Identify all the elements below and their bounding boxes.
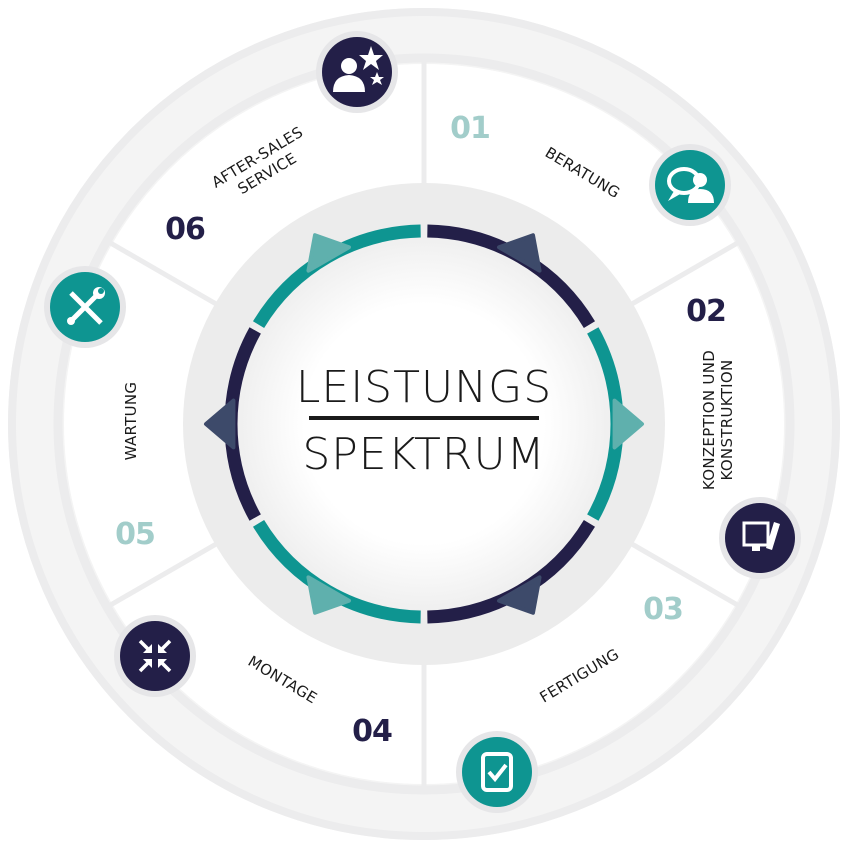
- title-line1: LEISTUNGS: [296, 362, 552, 413]
- user-stars-icon: [316, 31, 398, 113]
- label-line: KONSTRUKTION: [718, 359, 736, 480]
- cycle-ring: [204, 224, 644, 624]
- step-label-fertigung: FERTIGUNG: [537, 645, 623, 706]
- ring-arrowhead: [306, 575, 351, 615]
- center-title: LEISTUNGS SPEKTRUM: [296, 362, 552, 480]
- divider-line: [630, 240, 739, 307]
- step-number-04: 04: [352, 714, 392, 749]
- ring-arrowhead: [612, 398, 644, 450]
- center-disk: [224, 224, 624, 624]
- label-line: KONZEPTION UND: [700, 350, 718, 490]
- divider-line: [109, 541, 218, 608]
- consultation-icon: [649, 144, 731, 226]
- step-number-05: 05: [115, 517, 155, 552]
- step-label-after-sales: AFTER-SALES SERVICE: [208, 123, 306, 198]
- step-label-konzeption: KONZEPTION UND KONSTRUKTION: [700, 350, 736, 490]
- ring-arrowhead: [497, 575, 542, 615]
- ring-arrowhead: [306, 233, 351, 273]
- assembly-arrows-icon: [114, 615, 196, 697]
- step-number-03: 03: [643, 592, 683, 627]
- step-label-beratung: BERATUNG: [542, 143, 623, 202]
- checkbox-icon: [456, 731, 538, 813]
- design-icon: [719, 497, 801, 579]
- title-line2: SPEKTRUM: [302, 429, 545, 480]
- title-divider: [309, 416, 539, 420]
- divider-line: [109, 240, 218, 307]
- step-label-wartung: WARTUNG: [122, 382, 140, 461]
- sector-dividers: [109, 62, 739, 786]
- ring-arrowhead: [497, 233, 542, 273]
- outer-ring: [8, 8, 840, 840]
- step-number-06: 06: [165, 212, 205, 247]
- divider-line: [630, 541, 739, 608]
- step-number-02: 02: [686, 294, 726, 329]
- step-label-montage: MONTAGE: [245, 652, 320, 707]
- step-number-01: 01: [450, 111, 490, 146]
- tools-icon: [44, 266, 126, 348]
- ring-arrowhead: [204, 398, 236, 450]
